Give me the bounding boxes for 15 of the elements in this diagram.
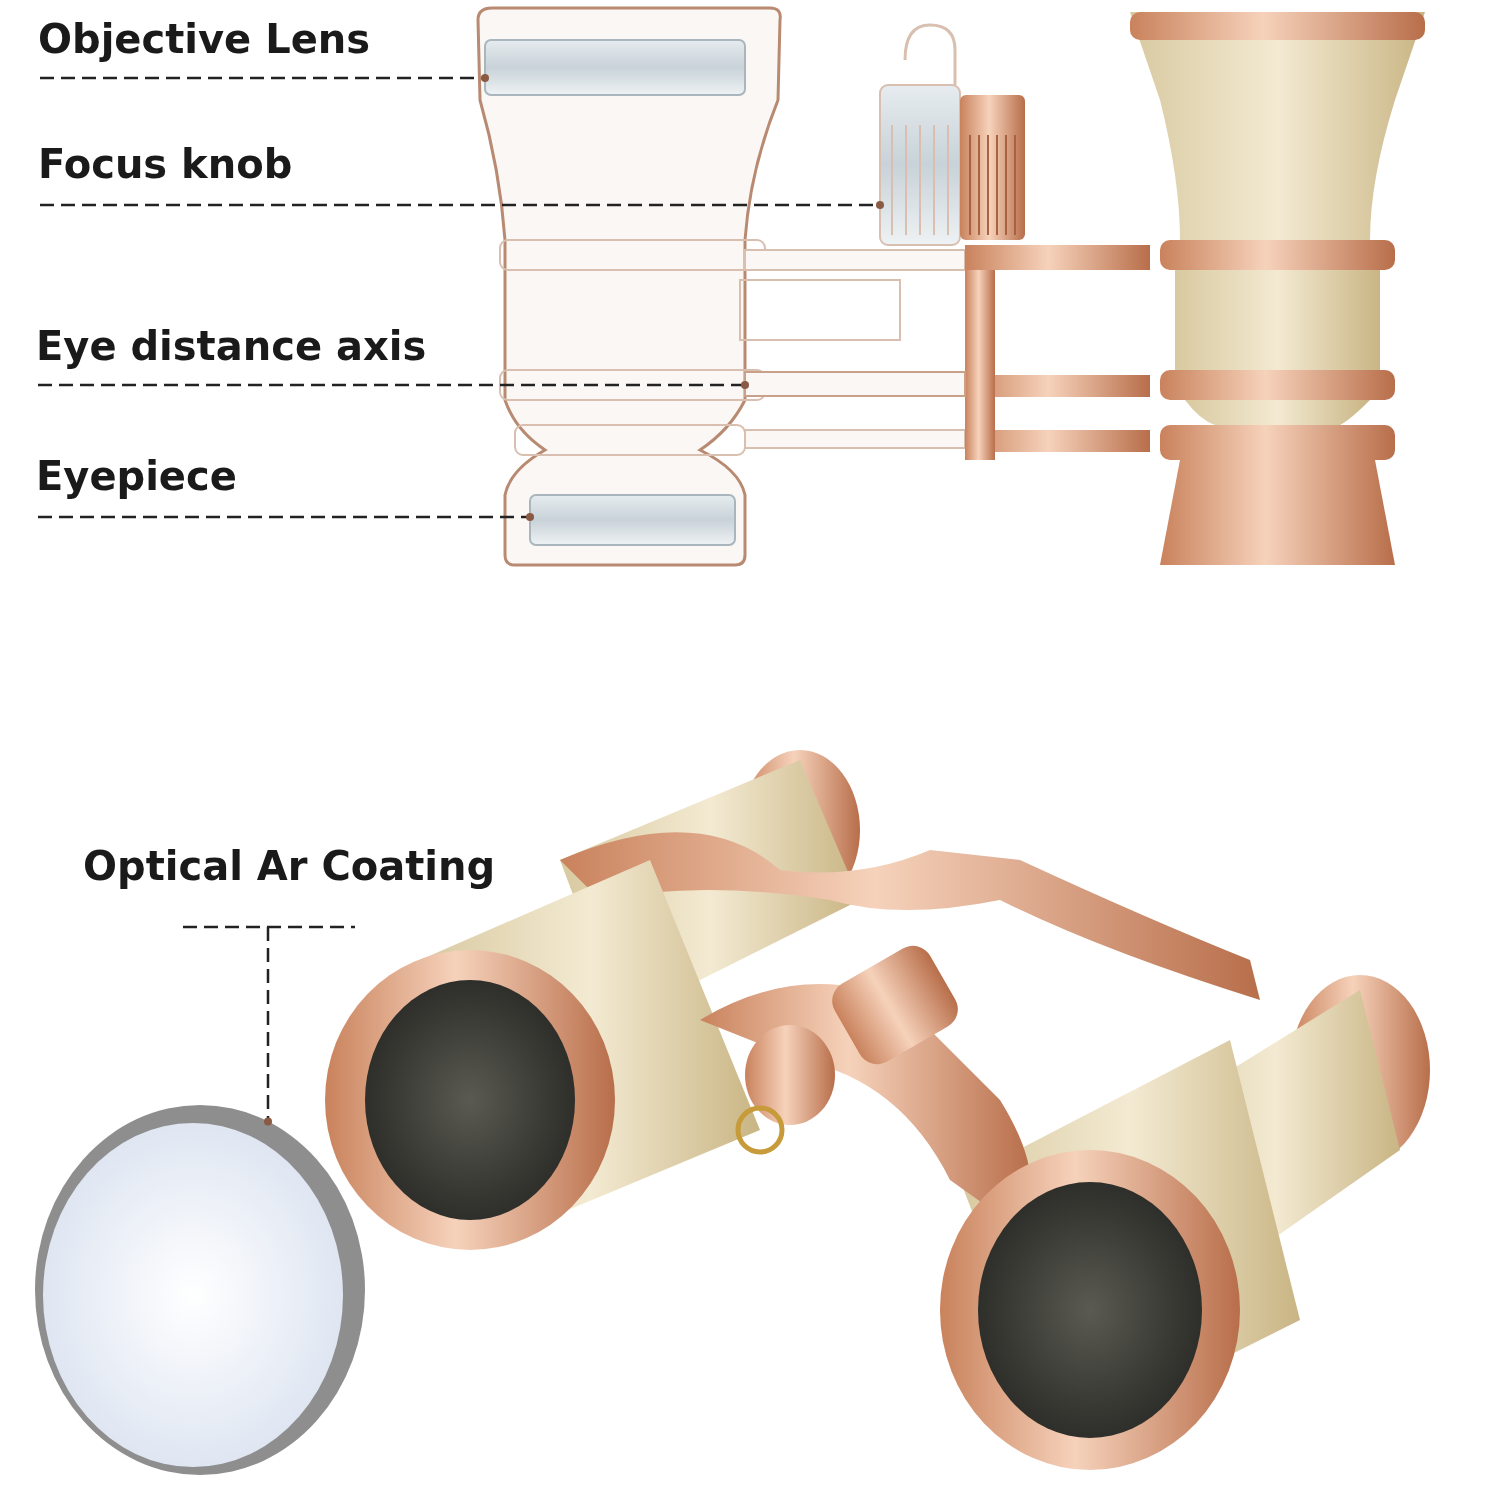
- coated-lens-disc: [35, 1105, 365, 1475]
- focus-knob: [880, 85, 1025, 245]
- part-label: Eye distance axis: [36, 322, 427, 385]
- part-label: Focus knob: [38, 140, 293, 205]
- leader-line: [181, 925, 357, 1126]
- part-label: Objective Lens: [38, 15, 371, 78]
- leader-line: [40, 201, 884, 209]
- eyepiece-lens: [530, 495, 735, 545]
- part-label: Optical Ar Coating: [83, 842, 496, 927]
- objective-lens: [485, 40, 745, 95]
- eye-distance-axis: [745, 372, 965, 396]
- leader-line: [40, 74, 489, 82]
- leader-line: [38, 381, 749, 389]
- part-label: Eyepiece: [36, 452, 237, 517]
- leader-line: [38, 513, 534, 521]
